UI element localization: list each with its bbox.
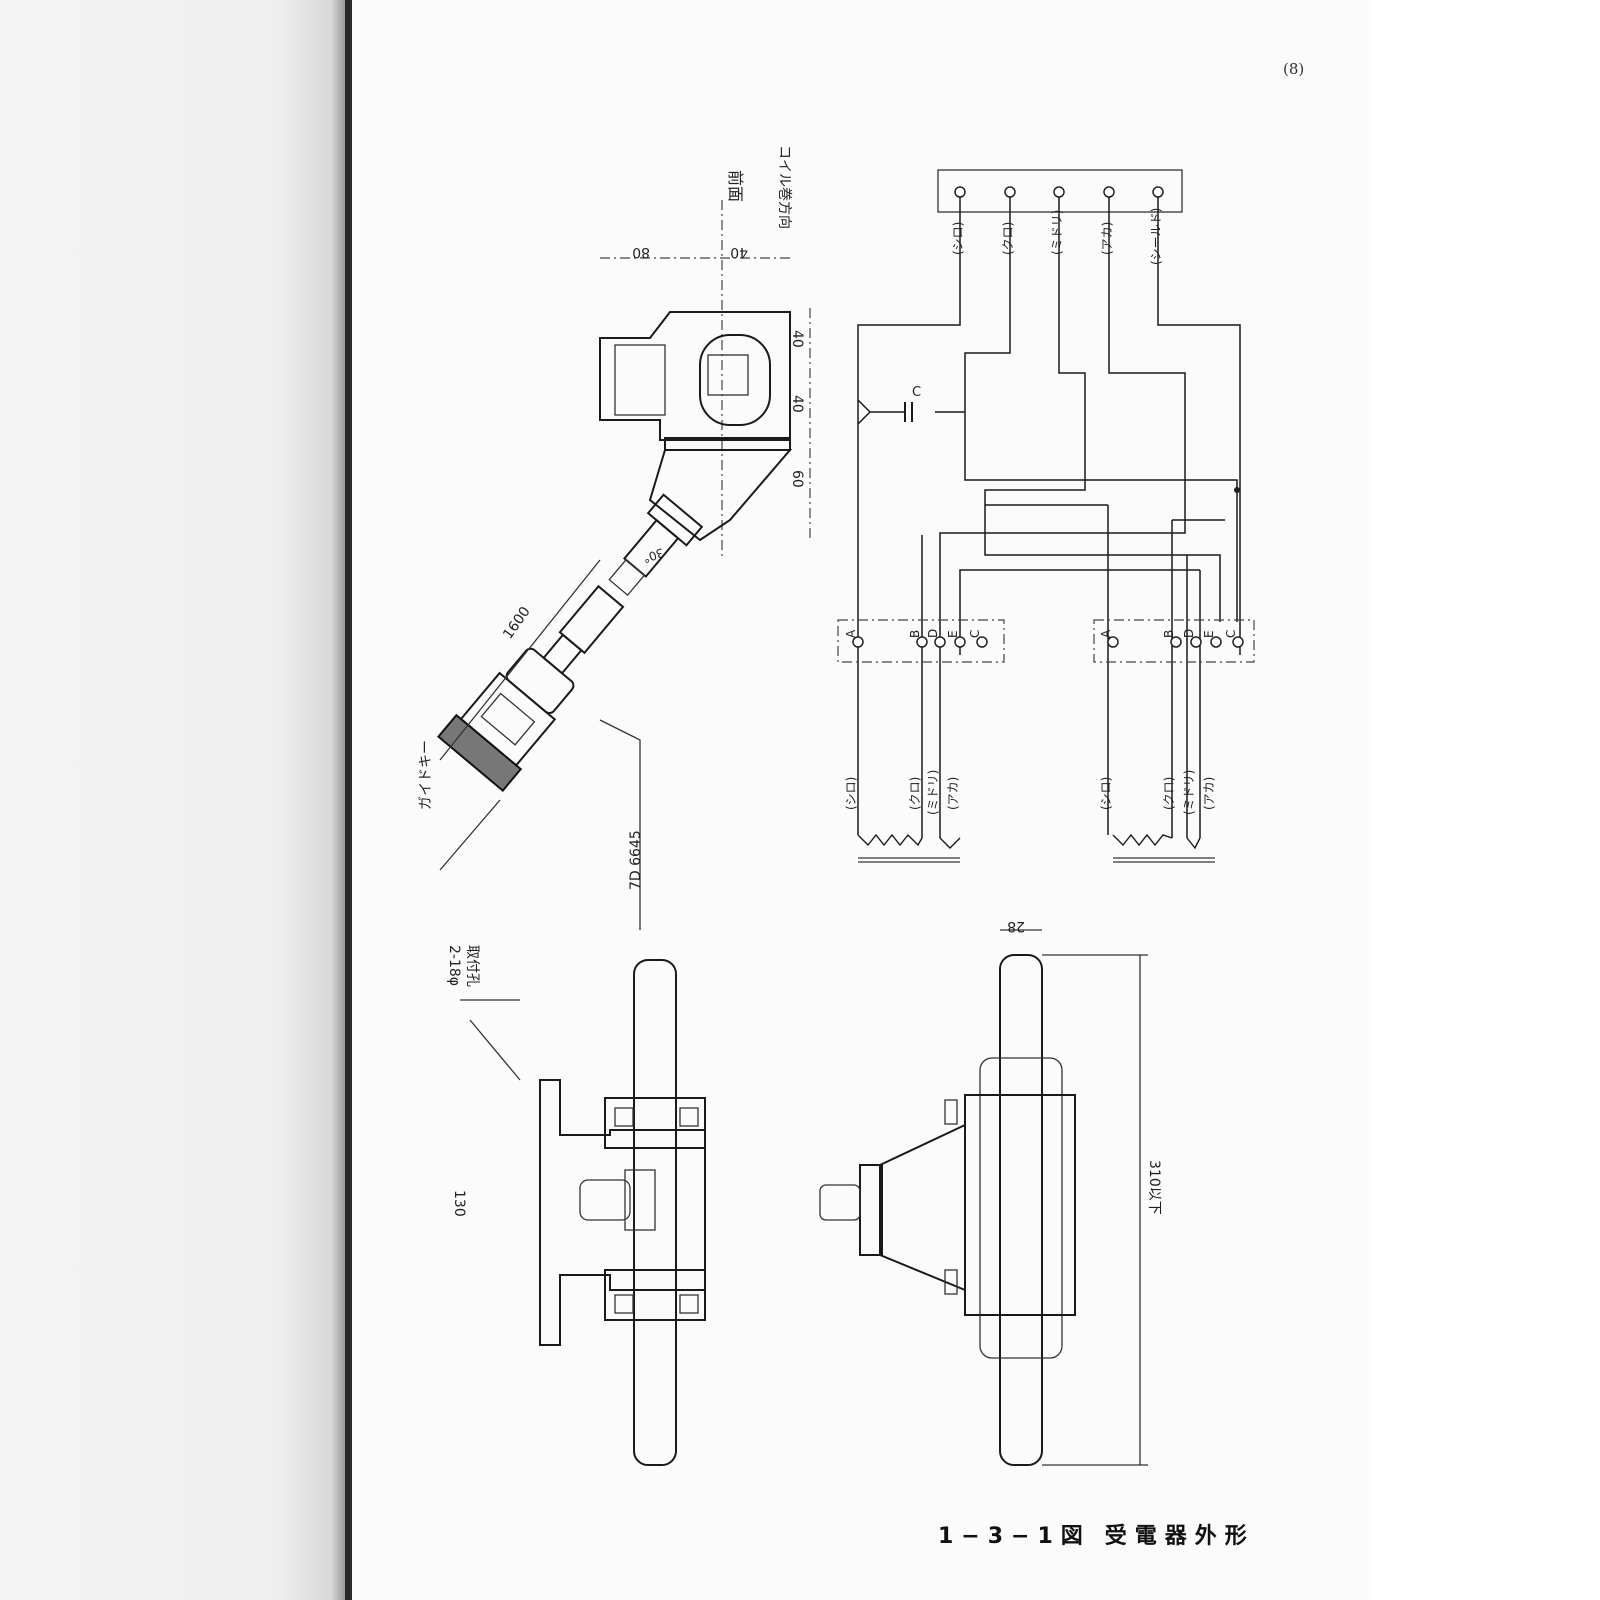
receiver-side-view [460, 959, 706, 1466]
mount-holes-label: 取付孔 [464, 945, 480, 987]
terminal [1103, 186, 1115, 198]
coil-label: (アカ) [1202, 777, 1216, 810]
length-dim: 310以下 [1146, 1160, 1162, 1215]
coil-label: (ミドリ) [1182, 770, 1196, 815]
part-number-label: 7D 6645 [628, 830, 644, 890]
coil-label: (クロ) [908, 777, 922, 810]
width-dim: 130 [451, 1190, 467, 1217]
wire-label: (アカ) [1100, 222, 1114, 255]
terminal-letter: D [1182, 629, 1196, 638]
facing-page [0, 0, 345, 1600]
terminal-letter: B [1162, 630, 1176, 638]
top-terminal-block [937, 169, 1183, 213]
page-number: (8) [1283, 60, 1305, 78]
left-terminals [852, 636, 988, 648]
coil-label: (クロ) [1162, 777, 1176, 810]
terminal-letter: C [1224, 630, 1238, 638]
document-page [352, 0, 1372, 1600]
terminal-letter: C [968, 630, 982, 638]
capacitor-label: C [912, 385, 921, 400]
right-terminals [1107, 636, 1244, 648]
right-terminal-block [1093, 619, 1255, 663]
terminal-letter: E [1202, 630, 1216, 638]
wire-label: (ミドリ) [1050, 210, 1064, 255]
figure-title: 受電器外形 [1104, 1524, 1255, 1549]
dim-40: 40 [789, 330, 805, 348]
coil-label: (シロ) [844, 777, 858, 810]
page-margin [1372, 0, 1600, 1600]
dim-80: 80 [632, 244, 650, 260]
wire-label: (シールド) [1149, 208, 1163, 265]
dim-40: 40 [789, 395, 805, 413]
junction-dot [1234, 487, 1240, 493]
dim-angle: 30° [641, 545, 666, 565]
terminal-letter: B [908, 630, 922, 638]
dim-40: 40 [730, 244, 748, 260]
terminal [1053, 186, 1065, 198]
figure-number: 1−3−1図 [938, 1524, 1091, 1549]
terminal-letter: A [844, 629, 858, 638]
front-label: 前面 [726, 170, 745, 202]
coil-direction-label: コイル巻方向 [776, 145, 792, 229]
terminal-letter: A [1099, 629, 1113, 638]
receiver-end-view [819, 929, 1148, 1466]
cable-length-dim: 1600 [500, 604, 534, 642]
dim-60: 60 [789, 470, 805, 488]
terminal [1004, 186, 1016, 198]
terminal-letter: D [926, 629, 940, 638]
mount-holes-dim: 2-18φ [446, 945, 462, 986]
terminal [954, 186, 966, 198]
coil-label: (ミドリ) [926, 770, 940, 815]
guide-key-label: ガイドキー [418, 740, 434, 810]
receiver-top-view [437, 200, 811, 930]
wire-label: (シロ) [951, 222, 965, 255]
wiring-diagram: C [837, 169, 1255, 863]
terminal-letter: E [946, 630, 960, 638]
thickness-dim: 28 [1007, 918, 1025, 934]
coil-label: (アカ) [946, 777, 960, 810]
wire-label: (クロ) [1001, 222, 1015, 255]
figure-caption: 1−3−1図受電器外形 [938, 1518, 1269, 1550]
coil-label: (シロ) [1099, 777, 1113, 810]
top-terminals [954, 186, 1164, 198]
terminal [1152, 186, 1164, 198]
left-terminal-block [837, 619, 1005, 663]
